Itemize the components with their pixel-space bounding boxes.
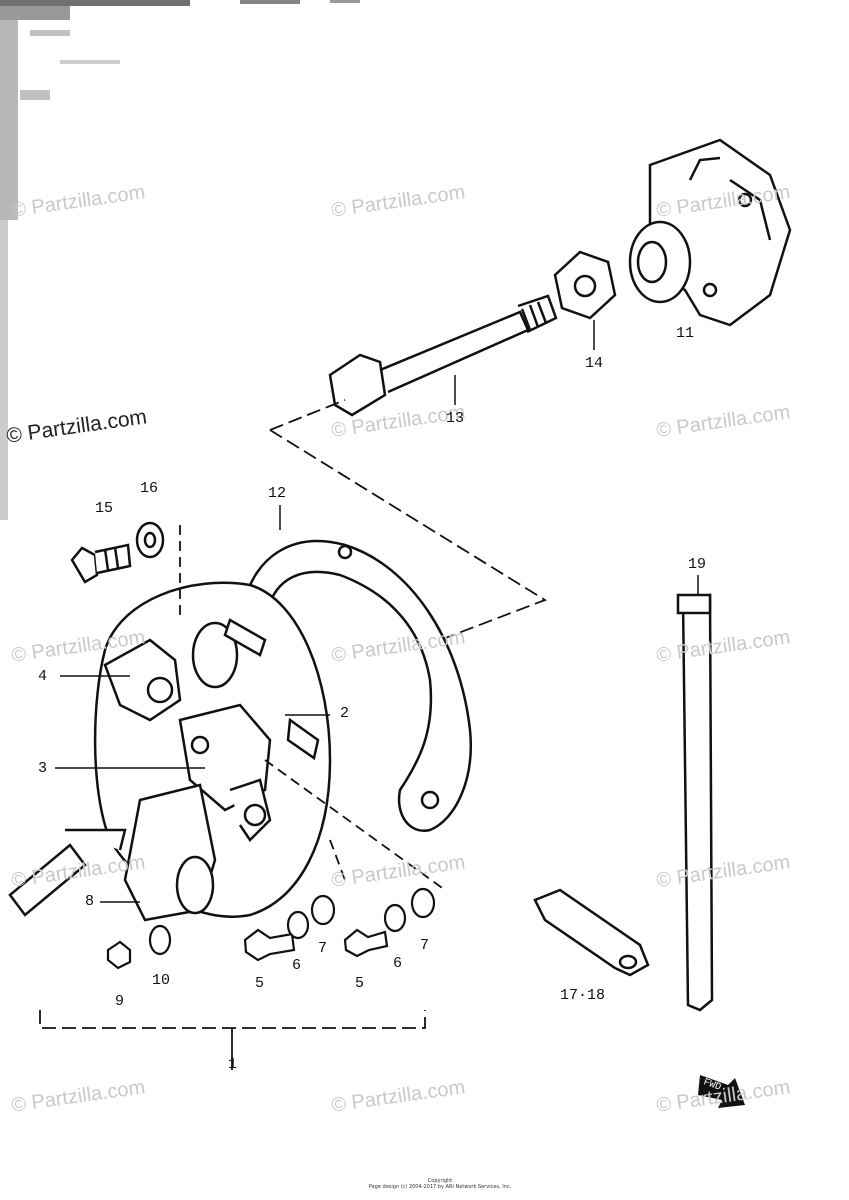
bracket-part-1 [39, 1010, 426, 1070]
callout-7: 7 [318, 940, 328, 957]
callout-14: 14 [585, 355, 604, 372]
part-16-washer [135, 521, 165, 559]
callout-6: 6 [393, 955, 403, 972]
callout-19: 19 [688, 556, 707, 573]
callout-11: 11 [676, 325, 695, 342]
callout-9: 9 [115, 993, 125, 1010]
callout-13: 13 [446, 410, 465, 427]
part-14-nut [553, 250, 617, 320]
footer-line-2: Page design (c) 2004-2017 by ARI Network… [368, 1184, 512, 1190]
footer-copyright: Copyright Page design (c) 2004-2017 by A… [360, 1178, 520, 1190]
part-13-bolt [328, 294, 558, 417]
callout-5: 5 [355, 975, 365, 992]
callout-6: 6 [292, 957, 302, 974]
callout-17-18: 17·18 [560, 987, 606, 1004]
callout-4: 4 [38, 668, 48, 685]
callout-3: 3 [38, 760, 48, 777]
part-11-advancer [628, 138, 792, 327]
callout-leaders [55, 320, 699, 903]
part-12-arc-plate [243, 539, 472, 833]
footer-line-1: Copyright [427, 1178, 453, 1184]
front-arrow-badge [698, 1075, 745, 1108]
part-8-condenser [8, 783, 217, 922]
leader-line-13 [269, 399, 548, 641]
callout-8: 8 [85, 893, 95, 910]
part-4-contact-breaker [103, 638, 182, 722]
part-3-contact-breaker [178, 703, 272, 842]
part-15-screw [70, 543, 132, 584]
part-17-18-clamp [533, 888, 650, 977]
callout-2: 2 [340, 705, 350, 722]
callout-15: 15 [95, 500, 114, 517]
callout-1: 1 [228, 1056, 238, 1073]
leader-line-plate [179, 525, 446, 891]
callout-12: 12 [268, 485, 287, 502]
callout-7: 7 [420, 937, 430, 954]
callout-5: 5 [255, 975, 265, 992]
parts-5-6-7-9-10-hardware [106, 887, 436, 970]
part-19-band [676, 593, 714, 1012]
scan-noise [0, 0, 360, 520]
callout-16: 16 [140, 480, 159, 497]
callout-10: 10 [152, 972, 171, 989]
